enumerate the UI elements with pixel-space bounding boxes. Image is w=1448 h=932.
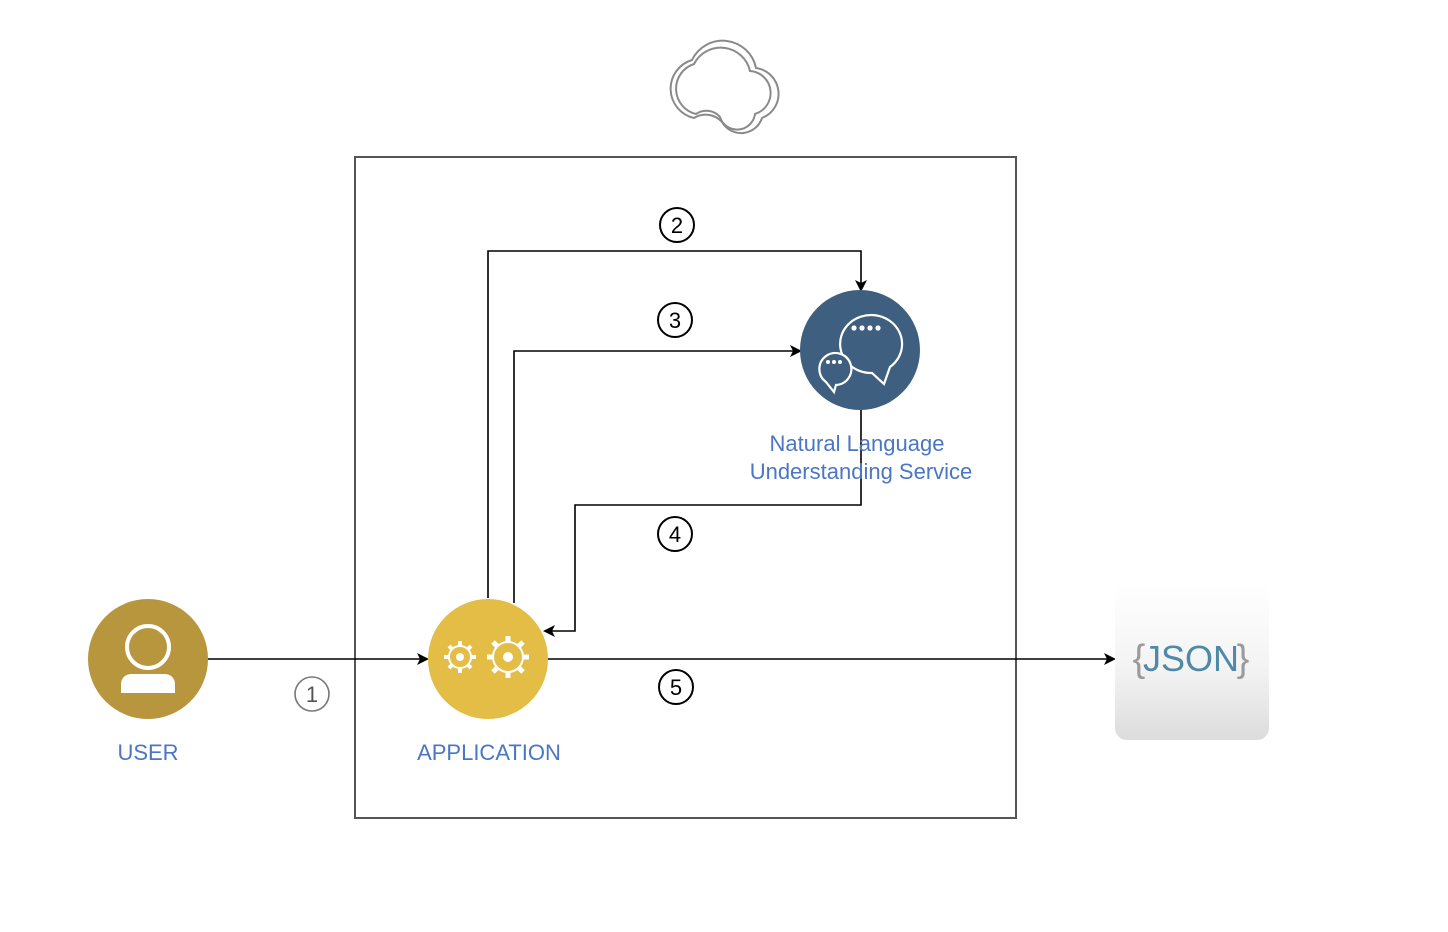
json-brace-close: }: [1237, 638, 1250, 680]
user-circle: [88, 599, 208, 719]
chat-bubbles-icon: [818, 313, 904, 395]
svg-text:1: 1: [306, 682, 318, 707]
cloud-icon: [669, 39, 780, 135]
application-node[interactable]: [428, 599, 548, 719]
step-badge-3: 3: [657, 302, 693, 338]
json-text: JSON: [1143, 638, 1239, 679]
user-label: USER: [117, 740, 178, 765]
step-badge-2: 2: [659, 207, 695, 243]
nlu-label-line1: Natural Language: [770, 431, 945, 456]
step-badge-5: 5: [658, 669, 694, 705]
application-label: APPLICATION: [417, 740, 561, 765]
cloud-boundary: [354, 156, 1017, 819]
user-icon: [121, 624, 175, 693]
arrow-step-4: [543, 410, 862, 637]
nlu-label-line2: Understanding Service: [750, 459, 973, 484]
nlu-node[interactable]: [800, 290, 920, 410]
arrow-step-3: [513, 345, 802, 603]
user-node[interactable]: [88, 599, 208, 719]
svg-text:2: 2: [671, 213, 683, 238]
json-brace-open: {: [1133, 638, 1146, 680]
step-badge-1: 1: [294, 676, 330, 712]
svg-text:4: 4: [669, 522, 681, 547]
step-badge-4: 4: [657, 516, 693, 552]
svg-text:3: 3: [669, 308, 681, 333]
arrow-step-2: [487, 250, 867, 598]
svg-text:5: 5: [670, 675, 682, 700]
connectors: [208, 250, 1116, 665]
json-document-icon[interactable]: { JSON }: [1115, 583, 1269, 740]
gears-icon: [444, 636, 529, 678]
